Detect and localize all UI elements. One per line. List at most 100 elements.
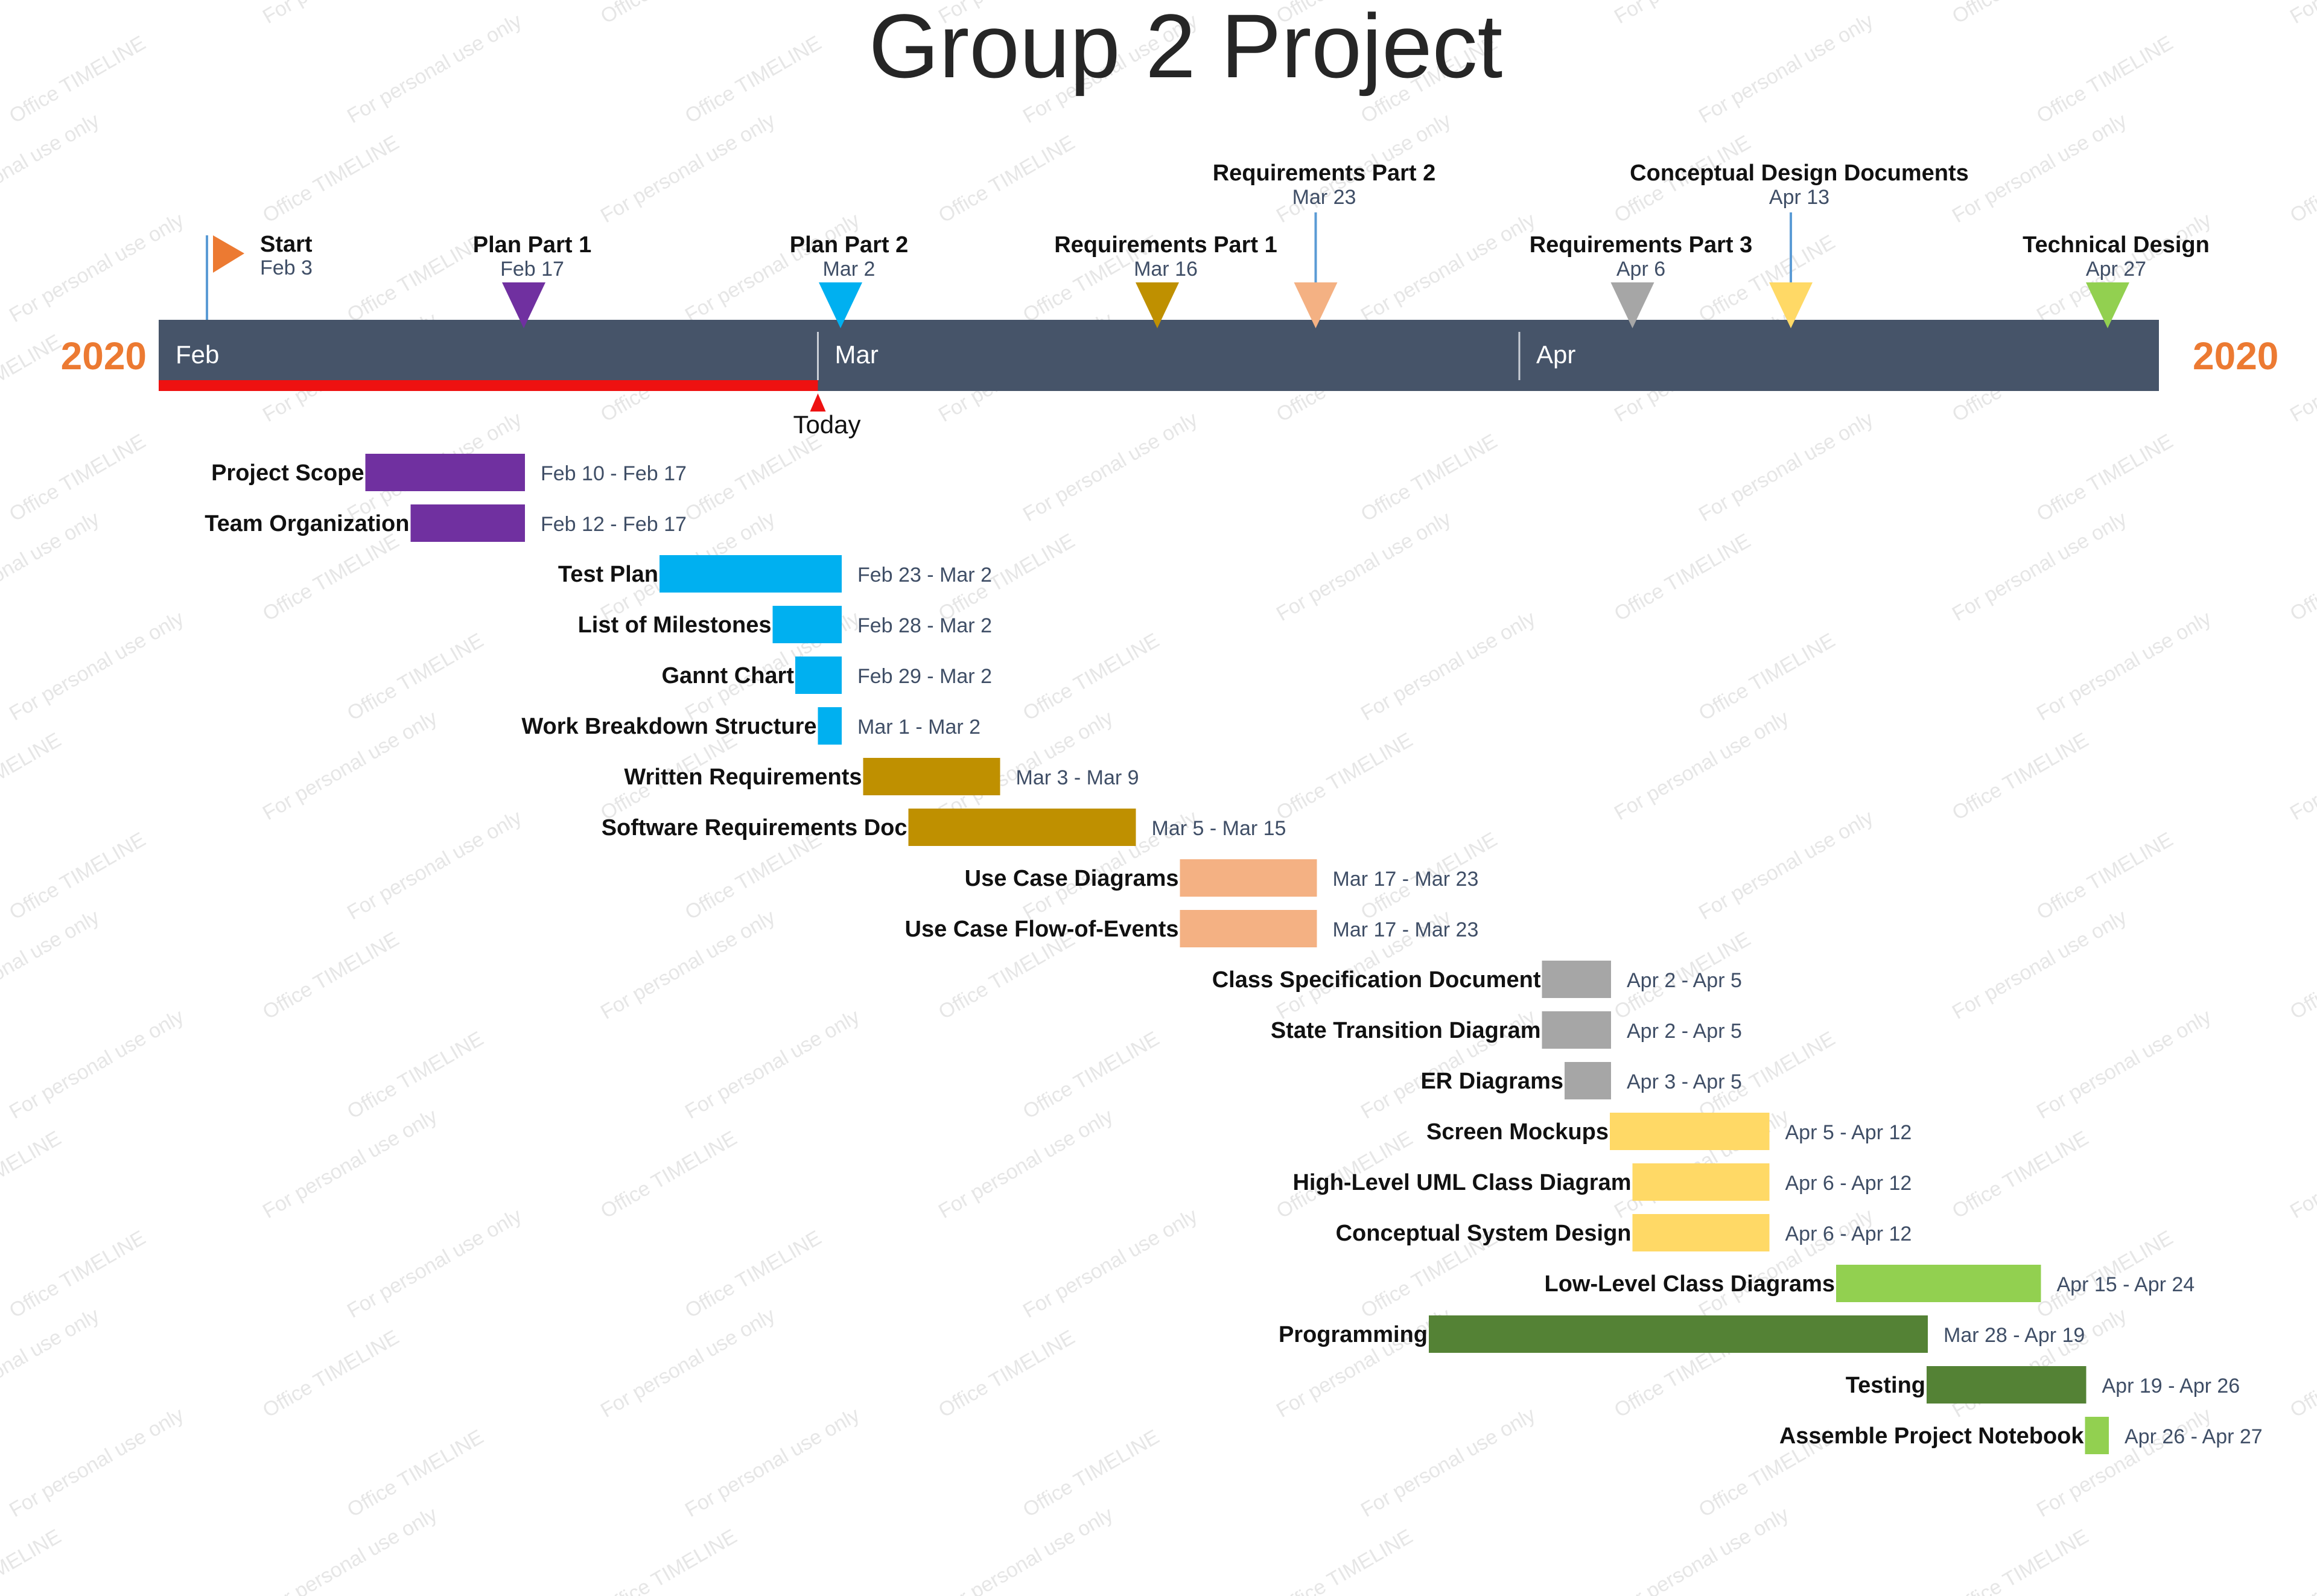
task-bar [1180,910,1317,947]
milestone-name: Technical Design [2023,232,2210,258]
task-name: Screen Mockups [1426,1119,1609,1145]
task-name: Team Organization [205,511,409,536]
task-name: ER Diagrams [1420,1069,1563,1094]
task-bar [1542,961,1611,998]
task-bar [1565,1062,1611,1099]
milestone-triangle [2086,282,2129,328]
task-date-range: Mar 17 - Mar 23 [1333,918,1479,941]
task-bar [365,454,525,491]
task-name: Class Specification Document [1212,967,1541,993]
today-triangle-icon [810,393,826,412]
milestone-date: Apr 6 [1616,258,1665,281]
task-name: Conceptual System Design [1336,1221,1632,1246]
task-date-range: Mar 5 - Mar 15 [1152,817,1286,840]
month-label-mar: Mar [835,340,879,369]
task-bar [795,657,842,694]
task-date-range: Apr 19 - Apr 26 [2102,1375,2240,1397]
tasks: Project Scope Feb 10 - Feb 17 Team Organiz… [205,454,2263,1454]
task-name: Software Requirements Doc [602,815,907,841]
task-name: High-Level UML Class Diagram [1292,1170,1631,1195]
milestone-triangle [502,282,545,328]
milestone-date: Feb 3 [260,256,313,279]
milestone-triangle [1769,282,1813,328]
task-date-range: Feb 23 - Mar 2 [857,564,992,587]
task-row: Project Scope Feb 10 - Feb 17 [211,454,687,491]
task-date-range: Apr 3 - Apr 5 [1627,1070,1742,1093]
today-marker: Today [793,393,861,439]
task-date-range: Feb 10 - Feb 17 [541,462,687,485]
milestone-date: Feb 17 [500,258,564,281]
task-bar [1632,1163,1770,1201]
task-name: Programming [1279,1322,1428,1347]
milestone-date: Mar 16 [1134,258,1198,281]
task-date-range: Apr 2 - Apr 5 [1627,969,1742,992]
milestone-date: Mar 23 [1292,186,1356,209]
task-bar [1610,1113,1770,1150]
milestone-name: Requirements Part 2 [1213,161,1436,186]
task-row: Use Case Diagrams Mar 17 - Mar 23 [965,859,1479,897]
milestone-name: Plan Part 2 [790,232,908,258]
task-date-range: Apr 6 - Apr 12 [1785,1222,1912,1245]
task-bar [1180,859,1317,897]
milestone-name: Conceptual Design Documents [1630,161,1969,186]
chart-title: Group 2 Project [869,0,1503,97]
task-row: Testing Apr 19 - Apr 26 [1846,1366,2240,1404]
task-row: High-Level UML Class Diagram Apr 6 - Apr … [1292,1163,1912,1201]
task-row: Class Specification Document Apr 2 - Apr … [1212,961,1742,998]
today-label: Today [793,410,860,439]
milestone-date: Apr 13 [1769,186,1829,209]
task-name: Project Scope [211,460,364,486]
task-date-range: Apr 2 - Apr 5 [1627,1020,1742,1043]
task-name: List of Milestones [578,612,772,638]
task-bar [1927,1366,2087,1404]
task-date-range: Apr 26 - Apr 27 [2125,1425,2263,1448]
month-label-apr: Apr [1536,340,1575,369]
flag-icon [213,235,244,273]
task-row: Use Case Flow-of-Events Mar 17 - Mar 23 [905,910,1479,947]
task-date-range: Mar 17 - Mar 23 [1333,868,1479,891]
task-date-range: Apr 5 - Apr 12 [1785,1121,1912,1144]
task-date-range: Mar 3 - Mar 9 [1016,766,1139,789]
milestone-name: Start [260,232,313,257]
milestone-triangle [1610,282,1654,328]
task-bar [908,809,1136,846]
task-name: Testing [1846,1373,1925,1398]
task-date-range: Apr 15 - Apr 24 [2057,1273,2195,1296]
milestone-date: Mar 2 [823,258,876,281]
task-date-range: Apr 6 - Apr 12 [1785,1172,1912,1195]
task-bar [660,555,842,593]
milestone-triangle [1136,282,1179,328]
timeline-band [159,320,2159,391]
task-row: Conceptual System Design Apr 6 - Apr 12 [1336,1214,1912,1251]
task-bar [1632,1214,1770,1251]
milestone-name: Requirements Part 3 [1530,232,1753,258]
milestone-triangle [819,282,862,328]
year-label-right: 2020 [2193,334,2278,378]
task-bar [818,707,842,745]
task-name: Use Case Flow-of-Events [905,917,1179,942]
task-name: Work Breakdown Structure [521,714,816,739]
task-date-range: Mar 1 - Mar 2 [857,716,981,739]
task-date-range: Feb 29 - Mar 2 [857,665,992,688]
milestone-name: Plan Part 1 [473,232,591,258]
milestone-date: Apr 27 [2086,258,2146,281]
task-bar [410,504,525,542]
task-name: Use Case Diagrams [965,866,1179,891]
task-date-range: Mar 28 - Apr 19 [1944,1324,2085,1347]
